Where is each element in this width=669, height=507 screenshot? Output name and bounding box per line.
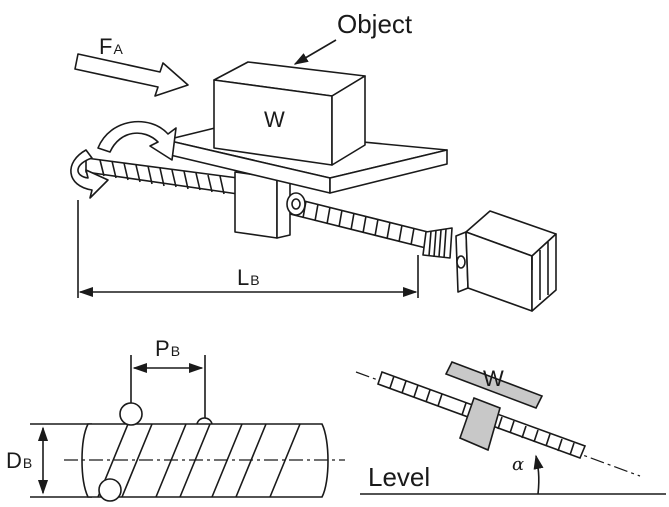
ball-screw-assembly	[70, 39, 557, 312]
diameter-label-main: D	[6, 448, 22, 473]
force-label: FA	[99, 34, 123, 59]
force-label-sub: A	[113, 41, 123, 57]
length-dimension	[77, 200, 419, 298]
object-box	[213, 61, 366, 166]
stepper-motor-icon	[455, 210, 557, 312]
coupling	[422, 227, 453, 259]
pitch-label: PB	[155, 336, 180, 361]
screw-shaft-left	[85, 157, 239, 195]
length-label-main: L	[237, 265, 249, 290]
force-arrow-icon	[74, 53, 189, 97]
rotation-arrow-icon	[70, 120, 177, 199]
object-weight-label: W	[264, 107, 285, 132]
pitch-label-sub: B	[171, 343, 180, 359]
diameter-label: DB	[6, 448, 32, 473]
nut-block	[234, 171, 306, 239]
pitch-label-main: P	[155, 336, 170, 361]
level-label: Level	[368, 462, 430, 492]
incline-detail	[355, 360, 666, 495]
length-label: LB	[237, 265, 260, 290]
diameter-label-sub: B	[23, 455, 32, 471]
length-label-sub: B	[250, 272, 259, 288]
screw-shaft-right	[289, 197, 429, 249]
incline-weight-label: W	[483, 366, 504, 391]
angle-label: α	[512, 454, 524, 475]
object-label: Object	[337, 9, 413, 39]
force-label-main: F	[99, 34, 112, 59]
object-leader-line	[293, 39, 337, 65]
screw-detail	[30, 355, 345, 502]
